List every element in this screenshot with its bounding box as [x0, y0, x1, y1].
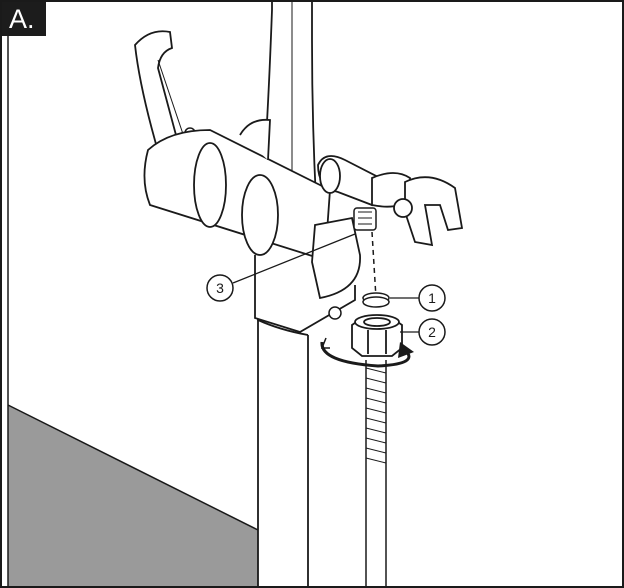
washer-part [362, 292, 390, 308]
alignment-dashed-line [371, 231, 377, 299]
o-ring-part [328, 306, 342, 320]
spout-pipe [261, 2, 317, 201]
outlet-nipple [353, 207, 377, 231]
callout-2: 2 [418, 318, 446, 346]
callout-1-label: 1 [428, 290, 436, 306]
callout-leaders [232, 233, 420, 333]
riser-post [257, 300, 309, 586]
callout-3-label: 3 [216, 280, 224, 296]
handshower-holder [317, 155, 464, 247]
callout-2-label: 2 [428, 324, 436, 340]
valve-body [143, 118, 331, 262]
callout-1: 1 [418, 284, 446, 312]
step-label-badge: A. [2, 2, 46, 36]
wall-shading [8, 405, 258, 586]
callout-3: 3 [206, 274, 234, 302]
diverter-box [311, 216, 361, 300]
rotation-arrow-icon [320, 337, 414, 368]
hose-nut-part [351, 314, 403, 357]
braided-hose [365, 360, 387, 586]
wall-edge-line [7, 404, 259, 531]
